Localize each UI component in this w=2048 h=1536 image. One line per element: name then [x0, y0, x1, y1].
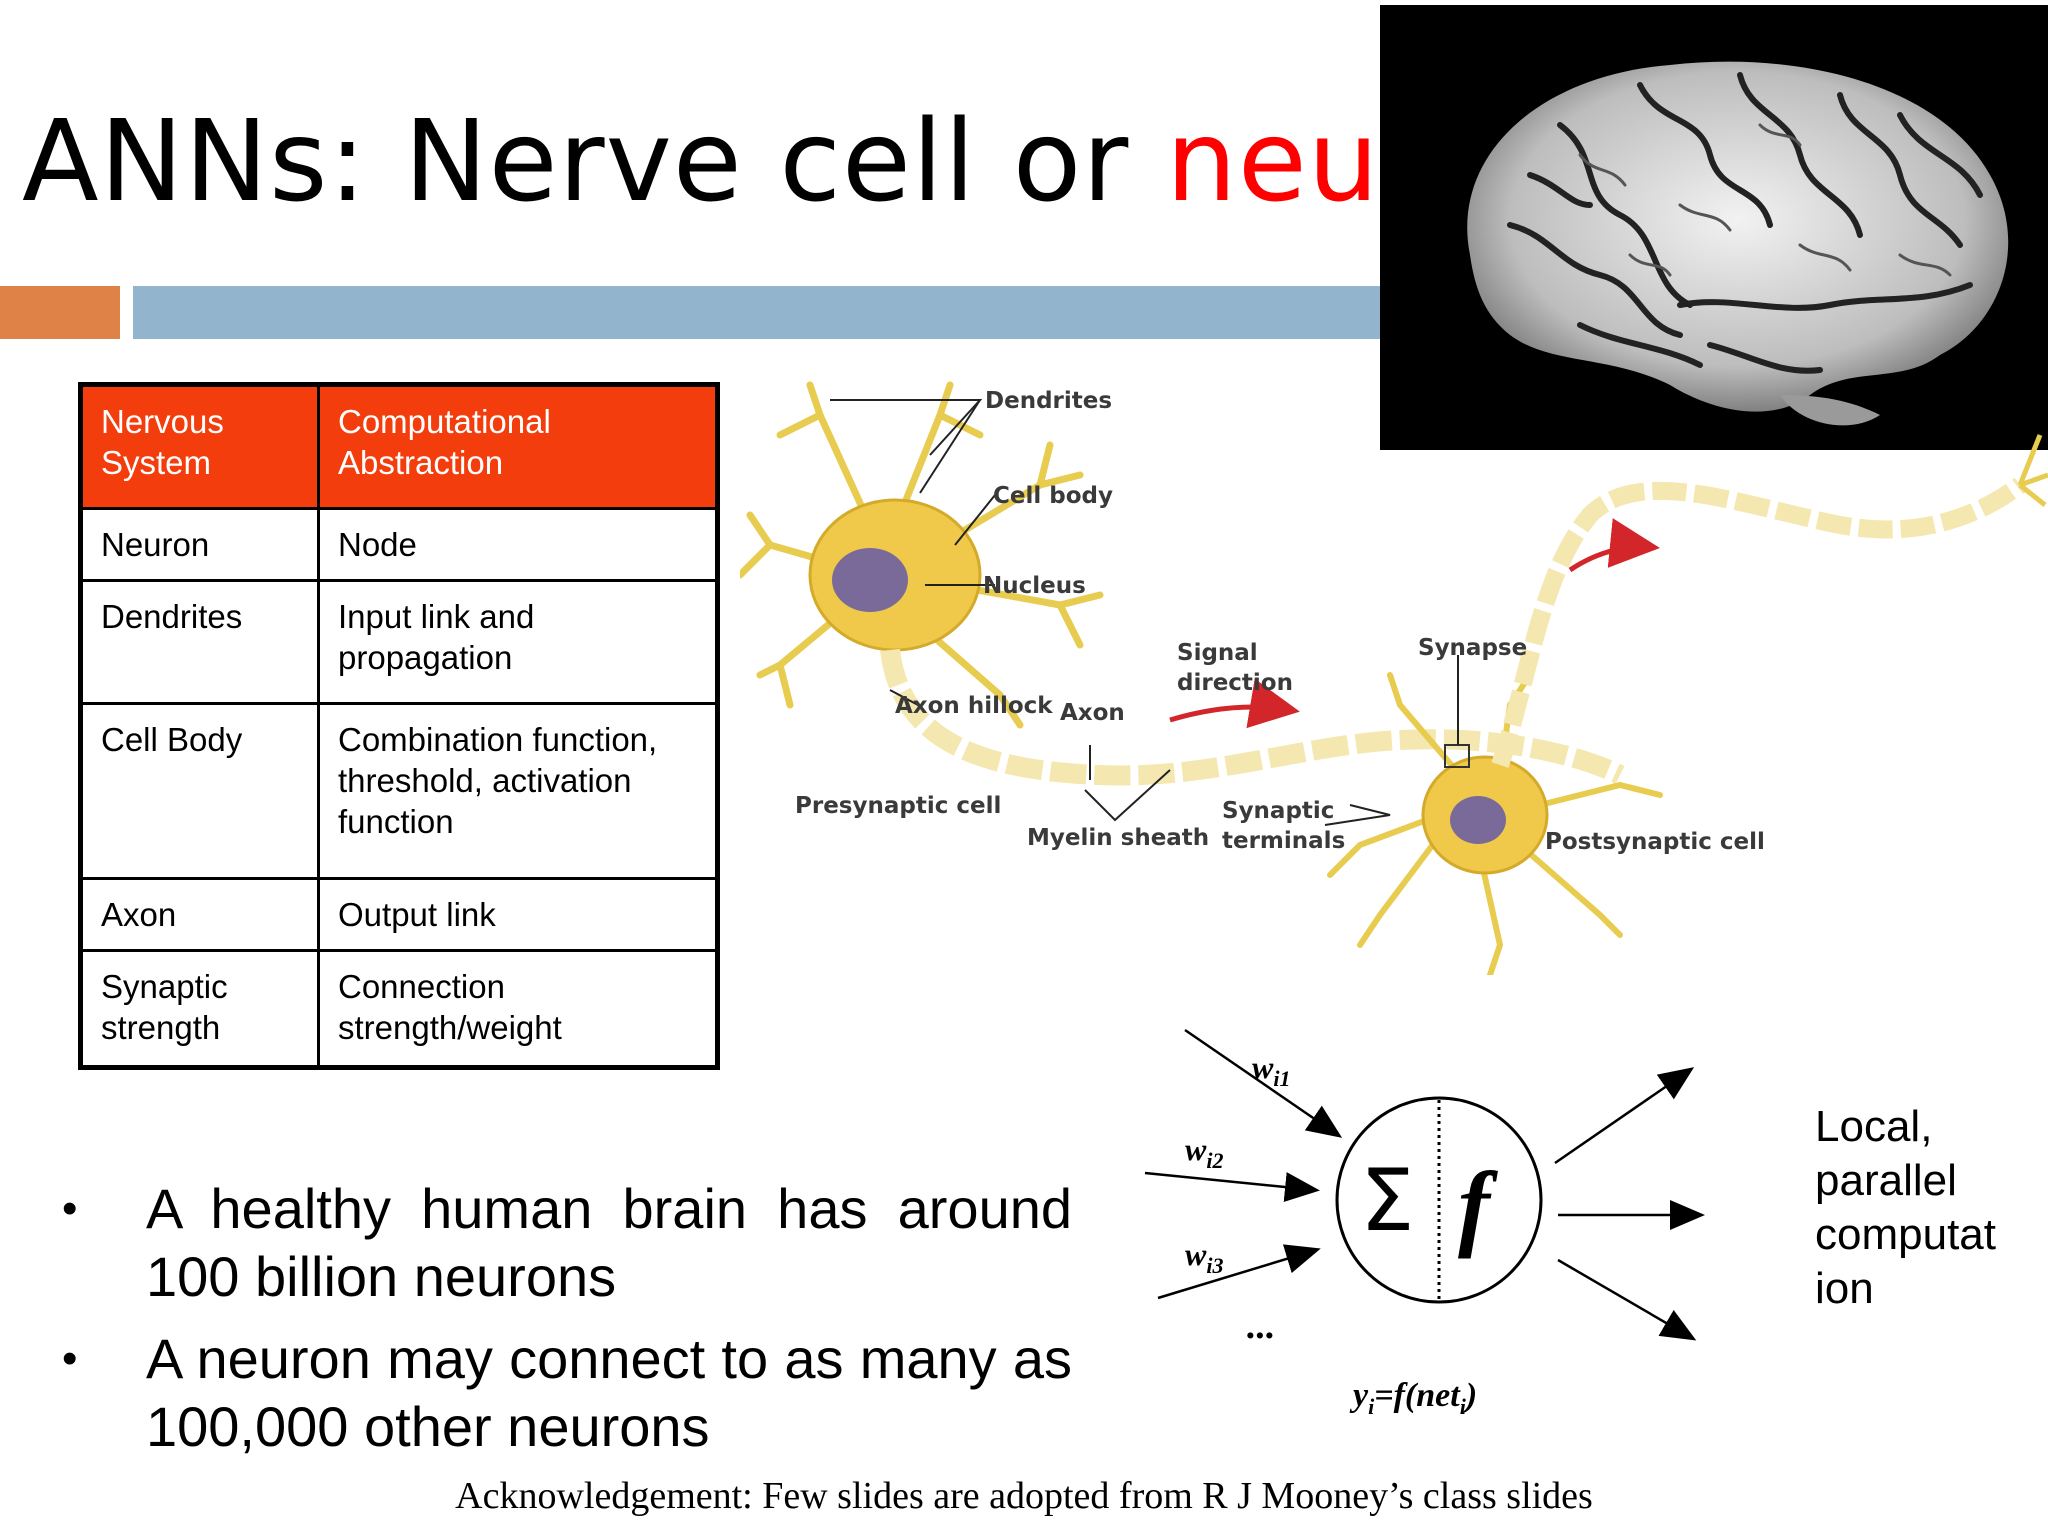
- table-cell: Cell Body: [79, 702, 320, 880]
- neuron-unit-diagram: Σ f wi1 wi2 wi3 ... yi=f(neti): [1140, 1020, 1760, 1430]
- label-nucleus: Nucleus: [983, 573, 1086, 599]
- table-cell: Connection strength/weight: [317, 949, 719, 1069]
- header-nervous-system: Nervous System: [79, 383, 320, 510]
- label-presynaptic-cell: Presynaptic cell: [795, 793, 1001, 819]
- bullet-marker: •: [62, 1184, 78, 1233]
- table-cell: Axon: [79, 877, 320, 952]
- label-signal: Signal: [1177, 640, 1258, 666]
- label-postsynaptic-cell: Postsynaptic cell: [1545, 829, 1765, 855]
- signal-direction-arrow: [1169, 678, 1300, 729]
- output-formula: yi=f(neti): [1349, 1377, 1477, 1419]
- header-computational-abstraction: Computational Abstraction: [317, 383, 719, 510]
- table-cell: Output link: [317, 877, 719, 952]
- title-underline-bar: [133, 286, 1383, 339]
- output-arrows: [1554, 1067, 1705, 1341]
- brain-photo: [1380, 5, 2048, 450]
- table-cell: Neuron: [79, 507, 320, 582]
- axon-myelin: [880, 648, 1625, 786]
- table-row: Axon Output link: [79, 877, 719, 952]
- label-synapse: Synapse: [1418, 635, 1527, 661]
- table-cell: Node: [317, 507, 719, 582]
- title-accent: neuron: [1165, 97, 1382, 227]
- table-cell: Synaptic strength: [79, 949, 320, 1069]
- table-header-row: Nervous System Computational Abstraction: [79, 383, 719, 510]
- slide-title: ANNs: Nerve cell or neuron: [22, 92, 1382, 232]
- leader-lines: [830, 399, 1459, 826]
- mapping-table: Nervous System Computational Abstraction…: [78, 382, 720, 1070]
- weight-label: wi1: [1252, 1049, 1290, 1091]
- postsynaptic-axon: [1491, 477, 2026, 768]
- label-cell-body: Cell body: [993, 483, 1113, 509]
- table-row: Dendrites Input link and propagation: [79, 579, 719, 705]
- brain-illustration: [1467, 61, 2009, 426]
- postsynaptic-nucleus: [1450, 796, 1506, 844]
- label-myelin-sheath: Myelin sheath: [1027, 825, 1209, 851]
- signal-direction-arrow-2: [1568, 518, 1660, 573]
- bullet-item: • A healthy human brain has around 100 b…: [62, 1175, 1072, 1315]
- title-main: ANNs: Nerve cell or: [22, 97, 1166, 227]
- side-note: Local, parallel computat ion: [1815, 1102, 1996, 1313]
- label-axon-hillock: Axon hillock: [895, 693, 1053, 719]
- bullet-item: • A neuron may connect to as many as 100…: [62, 1325, 1072, 1465]
- table-row: Synaptic strength Connection strength/we…: [79, 949, 719, 1069]
- label-synaptic: Synaptic: [1222, 798, 1334, 824]
- presynaptic-dendrites: [736, 381, 1104, 729]
- input-arrows: [1144, 1028, 1343, 1300]
- bullet-marker: •: [62, 1334, 78, 1383]
- bullet-text: A neuron may connect to as many as 100,0…: [146, 1327, 1072, 1458]
- axon-terminal: [2017, 434, 2048, 507]
- label-terminals: terminals: [1222, 828, 1345, 854]
- label-dendrites: Dendrites: [985, 388, 1112, 414]
- table-row: Neuron Node: [79, 507, 719, 582]
- label-axon: Axon: [1060, 700, 1125, 726]
- table-cell: Input link and propagation: [317, 579, 719, 705]
- table-cell: Combination function, threshold, activat…: [317, 702, 719, 880]
- sigma-symbol: Σ: [1360, 1151, 1414, 1251]
- label-direction: direction: [1177, 670, 1293, 696]
- table-row: Cell Body Combination function, threshol…: [79, 702, 719, 880]
- weight-label: wi3: [1185, 1236, 1223, 1278]
- presynaptic-nucleus: [832, 548, 908, 612]
- ellipsis: ...: [1247, 1305, 1276, 1347]
- title-accent-bar: [0, 286, 120, 339]
- bullet-text: A healthy human brain has around 100 bil…: [146, 1177, 1072, 1308]
- neuron-diagram: Dendrites Cell body Nucleus Axon hillock…: [736, 375, 2048, 978]
- weight-label: wi2: [1185, 1131, 1223, 1173]
- table-cell: Dendrites: [79, 579, 320, 705]
- acknowledgement: Acknowledgement: Few slides are adopted …: [455, 1475, 1593, 1517]
